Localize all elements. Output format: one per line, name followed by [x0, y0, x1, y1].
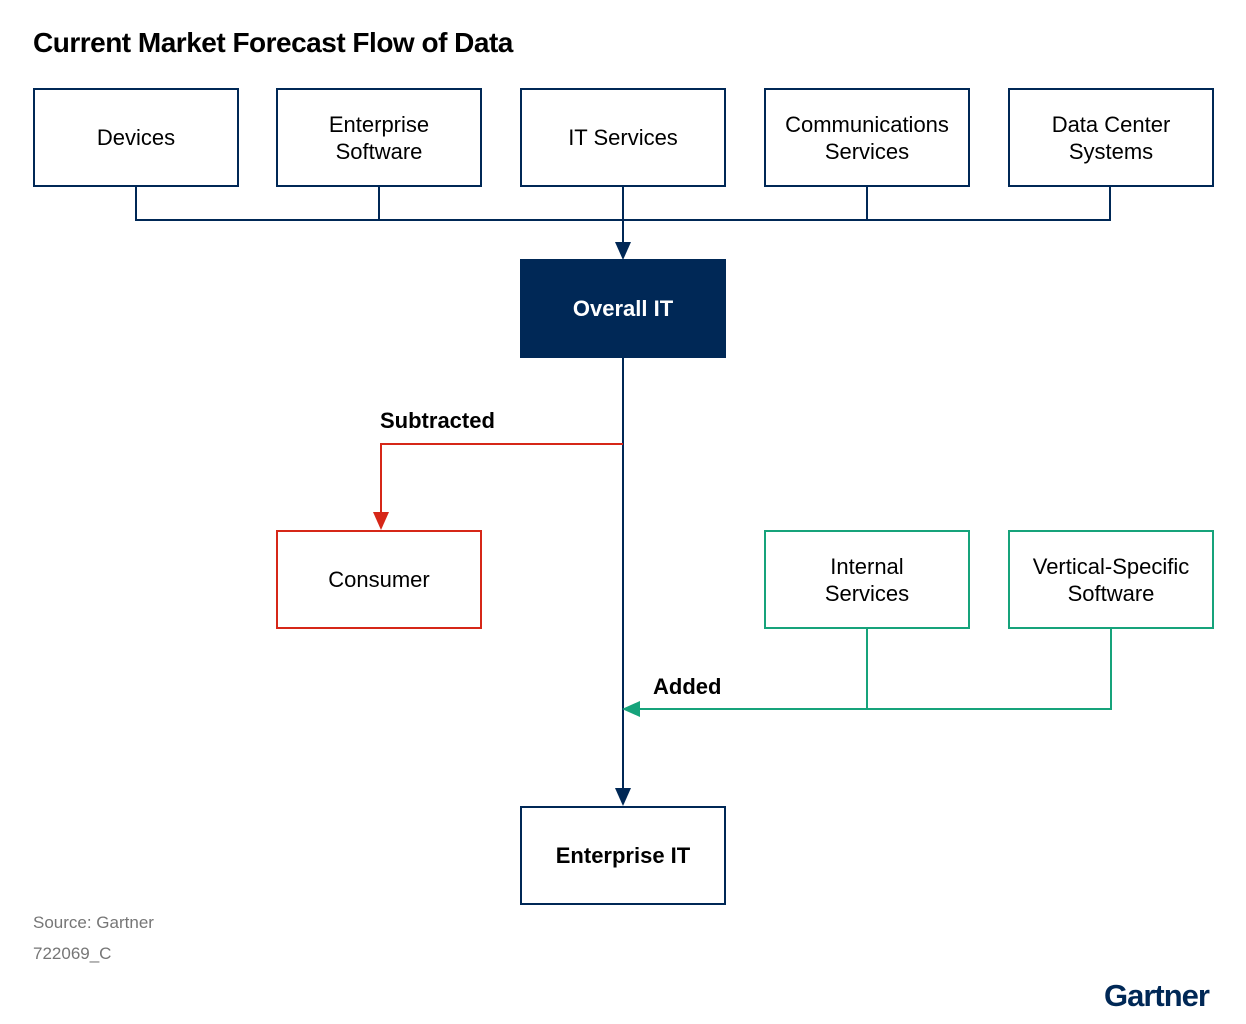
consumer-box: Consumer: [276, 530, 482, 629]
diagram-title: Current Market Forecast Flow of Data: [33, 27, 513, 58]
subtracted-label: Subtracted: [380, 408, 495, 433]
enterprise-it-box: Enterprise IT: [520, 806, 726, 905]
source-data-center-systems: Data Center Systems: [1008, 88, 1214, 187]
source-merge-lines: [135, 186, 1111, 260]
source-note: Source: Gartner: [33, 913, 154, 932]
gartner-logo: Gartner: [1104, 978, 1210, 1013]
subtracted-arrow: [373, 443, 623, 530]
source-communications-services: Communications Services: [764, 88, 970, 187]
source-enterprise-software: Enterprise Software: [276, 88, 482, 187]
added-label: Added: [653, 674, 722, 699]
internal-services-box: Internal Services: [764, 530, 970, 629]
source-devices: Devices: [33, 88, 239, 187]
vertical-specific-software-box: Vertical-Specific Software: [1008, 530, 1214, 629]
added-lines: [622, 628, 1112, 717]
source-it-services: IT Services: [520, 88, 726, 187]
figure-id: 722069_C: [33, 944, 112, 963]
overall-it-box: Overall IT: [520, 259, 726, 358]
